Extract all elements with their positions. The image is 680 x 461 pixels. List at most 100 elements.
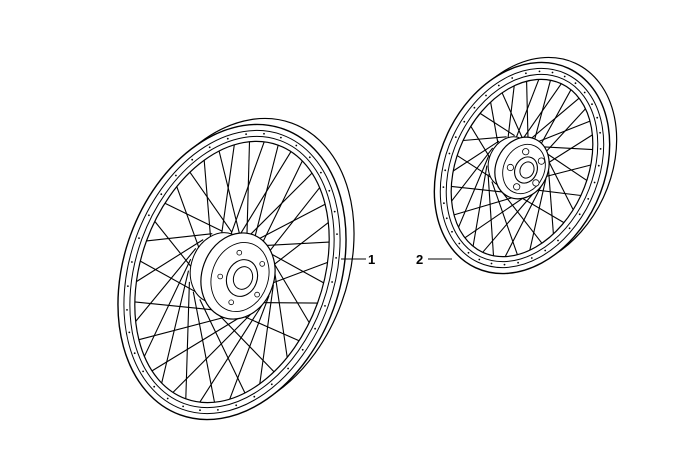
spoke [268, 252, 324, 284]
spoke [452, 140, 500, 172]
spoke-nipple [280, 136, 282, 139]
spoke [199, 304, 263, 403]
spoke-nipple [287, 367, 289, 370]
brake-disc-inner [502, 143, 546, 195]
spoke [464, 195, 527, 239]
spoke-nipple [503, 263, 506, 266]
spoke-nipple [226, 137, 229, 140]
spoke-nipple [253, 395, 256, 398]
spoke [539, 146, 593, 151]
spoke-nipple [127, 285, 129, 287]
spoke-nipple [525, 72, 527, 75]
spoke-nipple [333, 210, 336, 213]
spoke [272, 261, 310, 323]
spoke-nipple [131, 261, 133, 263]
bolt-hole [513, 183, 521, 191]
spoke-nipple [478, 258, 481, 261]
rim-outer-groove [439, 67, 605, 269]
spoke-nipple [208, 146, 211, 149]
spoke-nipple [133, 352, 136, 355]
spoke [482, 192, 535, 253]
spoke-nipple [331, 281, 333, 283]
brake-disc-inner [210, 242, 270, 312]
spoke-nipple [301, 348, 304, 351]
spoke [516, 83, 562, 148]
spoke [242, 172, 313, 243]
spoke-nipple [530, 257, 533, 259]
spoke-nipple [458, 242, 461, 245]
spoke-nipple [485, 94, 487, 97]
spoke-nipple [497, 84, 500, 87]
spoke [547, 169, 554, 234]
spoke [463, 136, 507, 142]
spoke [472, 165, 488, 247]
spoke [497, 186, 543, 244]
spoke-nipple [473, 106, 476, 109]
spoke [229, 295, 270, 400]
spoke [487, 174, 495, 256]
spoke [252, 203, 326, 243]
axle-bore [232, 266, 254, 290]
spoke-nipple [175, 174, 177, 177]
spoke [136, 239, 204, 283]
spoke [261, 241, 330, 247]
bolt-hole [254, 291, 260, 298]
spoke-nipple [191, 158, 194, 161]
spoke [259, 284, 274, 384]
bolt-hole [532, 179, 540, 187]
spoke-nipple [538, 70, 541, 73]
spoke [547, 160, 574, 210]
spoke [457, 156, 490, 228]
spoke-nipple [335, 257, 337, 259]
spoke-nipple [593, 181, 596, 184]
spoke [138, 314, 234, 341]
spoke-nipple [320, 171, 322, 174]
rim-outer-groove [123, 129, 341, 415]
front-spoke-wheel[interactable] [79, 86, 394, 452]
spoke-nipple [444, 169, 447, 172]
spoke-nipple [490, 262, 493, 265]
spoke-nipple [235, 404, 238, 407]
spoke-nipple [517, 261, 519, 264]
spoke-nipple [166, 397, 169, 400]
spoke-nipple [587, 198, 590, 200]
spoke [199, 299, 246, 394]
spoke-nipple [308, 156, 311, 159]
spoke [246, 141, 251, 245]
bolt-hole [228, 299, 235, 306]
spoke [529, 178, 547, 251]
spoke [161, 270, 190, 384]
spoke [164, 202, 223, 232]
spoke [524, 97, 580, 145]
bolt-hole [537, 157, 546, 165]
spoke-nipple [551, 71, 554, 74]
spoke-nipple [467, 251, 470, 254]
spoke [491, 181, 518, 255]
rear-spoke-wheel[interactable] [401, 29, 650, 303]
spoke [189, 171, 233, 233]
spoke-nipple [160, 193, 163, 196]
spoke [544, 152, 588, 181]
rim-inner-groove [445, 73, 599, 263]
spoke-nipple [328, 189, 331, 192]
spoke-nipple [544, 249, 547, 252]
spoke-nipple [599, 148, 602, 150]
spoke-nipple [138, 237, 140, 240]
bolt-hole [522, 148, 530, 156]
bolt-hole [217, 273, 224, 280]
spoke [532, 120, 591, 145]
spoke-nipple [217, 409, 219, 411]
spoke-nipple [182, 405, 185, 408]
spoke [274, 273, 288, 358]
bolt-hole [259, 261, 266, 267]
spoke-nipple [599, 131, 601, 134]
spoke [134, 301, 226, 312]
spoke-nipple [596, 116, 599, 119]
spoke-nipple [442, 186, 445, 189]
spoke [218, 150, 241, 237]
spoke-nipple [148, 214, 150, 217]
spoke-nipple [336, 233, 338, 236]
spoke [172, 311, 254, 393]
axle-bore [519, 161, 535, 179]
